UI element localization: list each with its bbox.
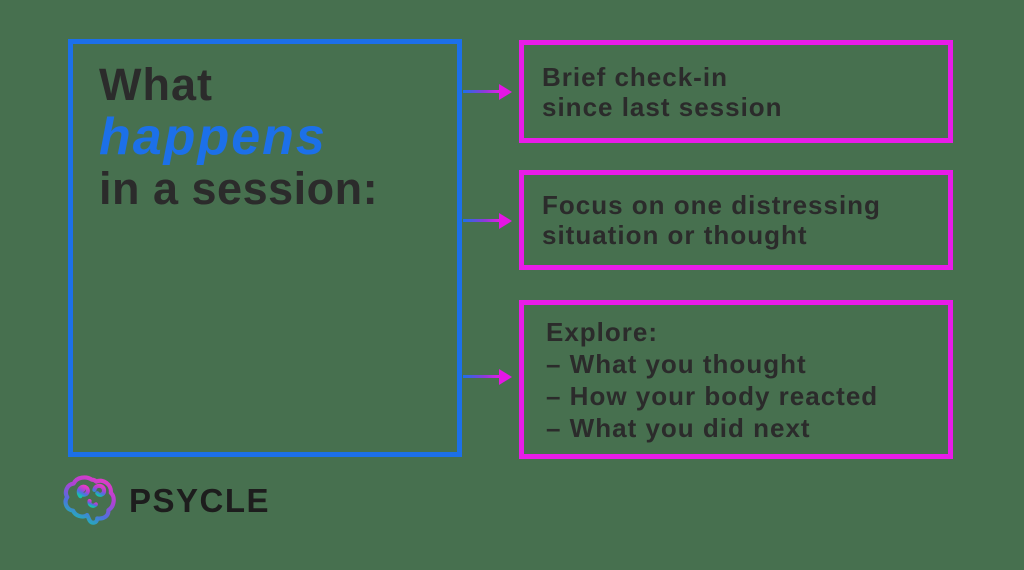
step-text-line: – What you did next <box>546 412 811 443</box>
step-text-line: Explore: <box>546 316 659 347</box>
psycle-logo: PSYCLE <box>62 472 270 530</box>
arrow-head-icon <box>499 369 512 385</box>
flow-arrow-3 <box>463 369 512 385</box>
step-text-line: Brief check-in <box>542 61 728 92</box>
arrow-head-icon <box>499 84 512 100</box>
arrow-shaft <box>463 219 501 222</box>
flow-arrow-2 <box>463 213 512 229</box>
main-title-box: What happens in a session: <box>68 39 462 457</box>
step-text-line: – How your body reacted <box>546 380 879 411</box>
step-text-line: since last session <box>542 91 783 122</box>
brain-logo-icon <box>63 475 116 525</box>
arrow-head-icon <box>499 213 512 229</box>
title-line-happens: happens <box>99 108 327 166</box>
page-title: What happens in a session: <box>99 60 378 214</box>
arrow-shaft <box>463 90 501 93</box>
step-text-line: Focus on one distressing <box>542 190 881 220</box>
psycle-logo-text: PSYCLE <box>129 482 271 519</box>
title-line-in-a-session: in a session: <box>99 163 379 214</box>
step-text-line: – What you thought <box>546 348 807 379</box>
arrow-shaft <box>463 375 501 378</box>
title-line-what: What <box>99 59 213 110</box>
step-text-line: situation or thought <box>542 220 808 250</box>
step-box-focus: Focus on one distressing situation or th… <box>519 170 953 270</box>
step-box-explore: Explore: – What you thought – How your b… <box>519 300 953 459</box>
flow-arrow-1 <box>463 84 512 100</box>
step-box-check-in: Brief check-in since last session <box>519 40 953 143</box>
